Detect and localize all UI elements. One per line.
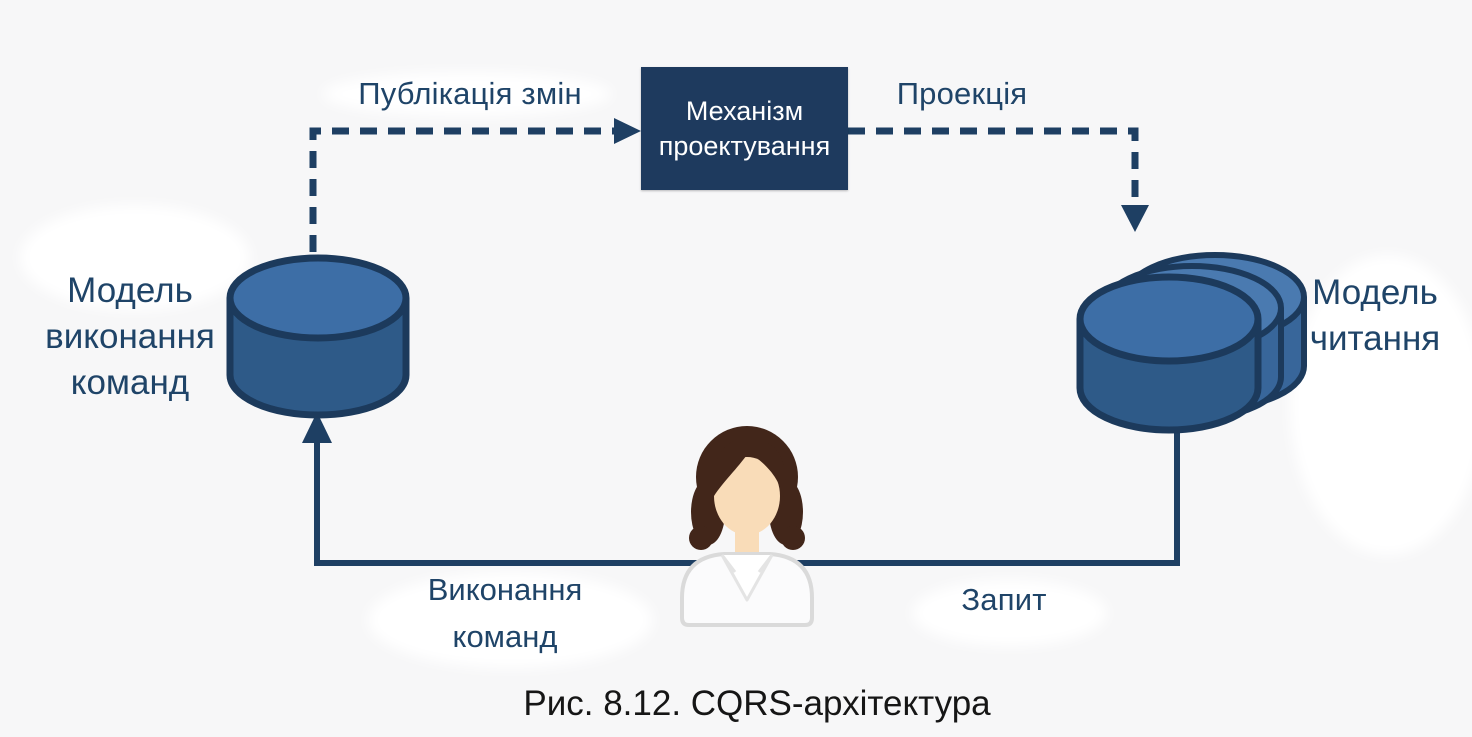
read-model-label: Модель читання — [1280, 270, 1470, 362]
halo-blob — [368, 572, 653, 668]
halo-blob — [912, 580, 1107, 646]
query-label: Запит — [961, 582, 1047, 617]
command-model-line2: виконання — [45, 317, 215, 356]
execute-commands-label: Виконання команд — [375, 566, 635, 660]
arrowhead-right-icon — [614, 118, 641, 144]
read-db-stack-icon — [1076, 252, 1307, 434]
arrowhead-down-icon — [1121, 205, 1149, 232]
figure-caption: Рис. 8.12. CQRS-архітектура — [523, 684, 991, 723]
publish-changes-label: Публікація змін — [358, 76, 582, 111]
command-model-label: Модель виконання команд — [30, 268, 230, 406]
arrowhead-up-icon — [302, 412, 332, 443]
command-db-cylinder-icon — [226, 254, 410, 419]
read-model-line2: читання — [1309, 319, 1441, 358]
execute-commands-line1: Виконання — [427, 572, 583, 607]
halo-blob — [1290, 255, 1472, 555]
halo-blob — [322, 72, 612, 116]
publish-changes-arrow — [309, 118, 641, 252]
projection-box-label-line2: проектування — [658, 130, 831, 161]
projection-arrow — [848, 127, 1149, 232]
projection-mechanism-box: Механізм проектування — [641, 67, 848, 190]
command-model-line3: команд — [70, 363, 190, 402]
execute-commands-line2: команд — [452, 619, 558, 654]
read-db-front-cylinder — [1076, 273, 1262, 434]
read-model-line1: Модель — [1312, 273, 1438, 312]
projection-label: Проекція — [896, 76, 1028, 111]
halo-blob — [20, 205, 250, 310]
projection-box-label-line1: Механізм — [685, 95, 804, 126]
command-model-line1: Модель — [67, 271, 193, 310]
user-icon — [680, 426, 814, 627]
